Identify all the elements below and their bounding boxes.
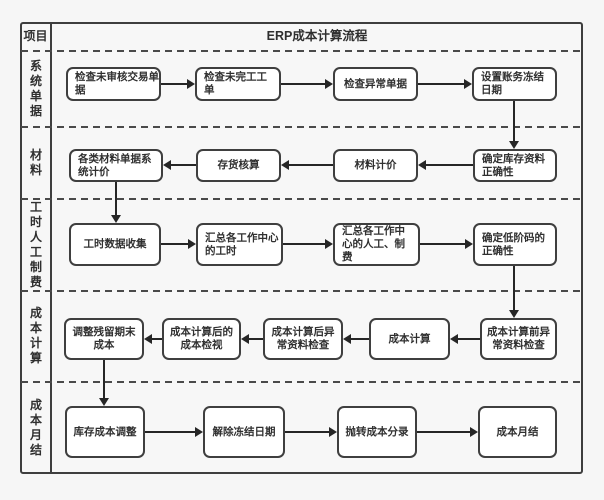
arrow-icon-v4-adjust-to-inventorycost — [99, 360, 109, 406]
lane-divider-4 — [21, 381, 582, 383]
arrow-icon-r4d — [144, 334, 162, 344]
arrow-icon-r3b — [283, 239, 333, 249]
lane-divider-3 — [21, 290, 582, 292]
lane-divider-1 — [21, 126, 582, 128]
arrow-icon-r4b — [343, 334, 369, 344]
node-inventory-accounting: 存货核算 — [196, 149, 281, 182]
node-confirm-inventory-data: 确定库存资料 正确性 — [473, 149, 557, 182]
node-summarize-center-hours: 汇总各工作中心 的工时 — [196, 223, 283, 266]
node-review-cost-after-calc: 成本计算后的 成本检视 — [162, 318, 241, 360]
node-summarize-center-labor-overhead: 汇总各工作中 心的人工、制 费 — [333, 223, 420, 266]
lane-divider-header — [21, 50, 582, 52]
arrow-icon-r3a — [161, 239, 196, 249]
arrow-icon-r4c — [241, 334, 263, 344]
arrow-icon-r4a — [450, 334, 480, 344]
node-set-account-freeze-date: 设置账务冻结 日期 — [472, 67, 557, 101]
node-release-freeze-date: 解除冻结日期 — [203, 406, 285, 458]
node-check-abnormal-documents: 检查异常单据 — [333, 67, 418, 101]
node-pre-calc-exception-check: 成本计算前异 常资料检查 — [480, 318, 557, 360]
node-post-calc-exception-check: 成本计算后异 常资料检查 — [263, 318, 343, 360]
arrow-icon-r5a — [145, 427, 203, 437]
arrow-icon-r2a — [418, 160, 473, 170]
lane-label-cost-month-end: 成本月结 — [29, 398, 42, 457]
lane-label-system-documents: 系统单据 — [29, 59, 42, 118]
node-material-pricing: 材料计价 — [333, 149, 418, 182]
arrow-icon-r2b — [281, 160, 333, 170]
lane-divider-2 — [21, 198, 582, 200]
arrow-icon-v3-lowlevel-to-precheck — [509, 266, 519, 318]
node-check-unapproved-transactions: 检查未审核交易单 据 — [66, 67, 161, 101]
lane-label-cost-calculation: 成本计算 — [29, 306, 42, 365]
corner-label: 项目 — [23, 29, 48, 43]
arrow-icon-v1-freeze-to-inventory — [509, 101, 519, 149]
node-cost-month-end: 成本月结 — [478, 406, 557, 458]
node-confirm-low-level-code: 确定低阶码的 正确性 — [473, 223, 557, 266]
arrow-icon-r1c — [418, 79, 472, 89]
node-cost-calculation: 成本计算 — [369, 318, 450, 360]
arrow-icon-r5c — [417, 427, 478, 437]
flowchart-title: ERP成本计算流程 — [266, 29, 368, 43]
lane-label-materials: 材料 — [29, 148, 42, 177]
node-price-material-documents: 各类材料单据系 统计价 — [69, 149, 163, 182]
node-check-unfinished-work-orders: 检查未完工工 单 — [195, 67, 281, 101]
node-post-cost-entries: 抛转成本分录 — [337, 406, 417, 458]
arrow-icon-r5b — [285, 427, 337, 437]
arrow-icon-r2c — [163, 160, 196, 170]
lane-label-divider — [50, 22, 52, 474]
lane-label-labor-hours: 工时人工制费 — [29, 200, 42, 289]
node-collect-labor-hours: 工时数据收集 — [69, 223, 161, 266]
node-inventory-cost-adjustment: 库存成本调整 — [65, 406, 145, 458]
node-adjust-residual-ending-cost: 调整残留期末 成本 — [64, 318, 144, 360]
arrow-icon-r1a — [161, 79, 195, 89]
arrow-icon-v2-material-to-hours — [111, 182, 121, 223]
arrow-icon-r1b — [281, 79, 333, 89]
arrow-icon-r3c — [420, 239, 473, 249]
